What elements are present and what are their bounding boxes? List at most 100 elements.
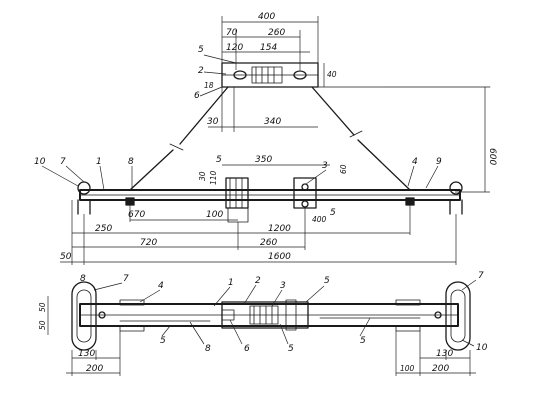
dim-110: 110 [209,170,218,185]
center-plate [285,299,297,331]
label-3-elev: 3 [322,161,328,171]
lug-right [405,197,415,206]
rod-left-lower [129,149,174,191]
dim-600: 600 [487,148,497,165]
dim-400: 400 [258,12,275,22]
dim-50b-plan: 50 [38,320,47,330]
label-5-elev: 5 [216,155,222,165]
dim-350: 350 [255,155,272,165]
label-8-elev: 8 [128,157,134,167]
label-4-plan: 4 [158,281,164,291]
label-5a-plan: 5 [324,276,330,286]
beam-elevation: 350 5 3 110 30 60 10 7 1 8 4 9 5 400 670… [34,155,463,265]
center-block [221,309,235,321]
rod-break [169,143,184,151]
dim-30-top: 30 [207,117,219,127]
leader [305,169,327,185]
label-8b-plan: 8 [205,344,211,354]
dim-1600: 1600 [268,252,291,262]
dim-260-elev: 260 [260,238,277,248]
dim-1200: 1200 [268,224,291,234]
label-5b-plan: 5 [160,336,166,346]
label-3-plan: 3 [280,281,286,291]
rod-right-upper [311,86,355,136]
bolt-hole-left [233,70,247,80]
dim-200b-plan: 200 [432,364,449,374]
label-1-elev: 1 [96,157,102,167]
leader [229,319,243,345]
leader [407,165,415,187]
leader [41,165,79,187]
label-9-elev: 9 [436,157,442,167]
dim-18: 18 [204,81,214,90]
top-detail: 400 70 260 120 154 5 2 18 6 40 30 [129,12,497,193]
bolt-hole-right [293,70,307,80]
leader [461,279,477,291]
leader [243,284,257,305]
dim-154: 154 [260,43,277,53]
leader [99,165,105,191]
plate-insert [251,66,283,84]
band [119,325,145,332]
dim-70: 70 [226,28,238,38]
label-2-plan: 2 [255,276,261,286]
dim-250: 250 [95,224,112,234]
leader [213,286,231,307]
bolt [98,311,106,319]
bolt-center-lower [301,200,309,208]
label-1-plan: 1 [228,278,234,288]
label-8-plan: 8 [80,274,86,284]
leader [425,165,439,189]
dim-340: 340 [264,117,281,127]
bolt-center [301,183,309,191]
rod-right-lower [357,139,411,191]
leader [199,86,223,97]
label-2-top: 2 [198,66,204,76]
dim-60: 60 [339,164,348,174]
leader [189,321,205,345]
label-10-plan: 10 [476,343,488,353]
end-loop-left [71,281,97,351]
leader [203,71,227,75]
leader [305,285,325,303]
rod-break [349,130,363,138]
band [119,299,145,306]
label-7-elev: 7 [60,157,66,167]
leader [139,289,161,303]
leader [65,165,85,183]
leader [161,325,171,337]
end-loop-right [445,281,471,351]
label-7a-plan: 7 [123,274,129,284]
leader [461,339,475,347]
center-plate-right [293,177,317,209]
end-loop-left-inner [76,289,92,343]
dim-30-elev: 30 [198,171,207,181]
label-6-top: 6 [194,91,200,101]
dim-400-elev: 400 [312,215,327,224]
end-hook-right [449,181,463,195]
dim-130a-plan: 130 [78,349,95,359]
end-loop-right-inner [450,289,466,343]
beam-plan: 8 7 4 1 2 3 5 5 8 6 5 5 7 10 50 50 [38,271,488,376]
dim-670: 670 [128,210,145,220]
dim-200a-plan: 200 [86,364,103,374]
rod-left-upper [179,86,229,145]
dim-100: 100 [206,210,223,220]
label-6-plan: 6 [244,344,250,354]
dim-40: 40 [327,70,337,79]
dim-120: 120 [226,43,243,53]
dim-50a-plan: 50 [38,302,47,312]
end-hook-left [77,181,91,195]
center-insert [249,305,279,325]
leader [93,282,123,291]
leader [359,317,371,337]
label-5c-plan: 5 [288,344,294,354]
leader [203,54,237,64]
label-10-elev: 10 [34,157,46,167]
dim-100-plan: 100 [400,364,415,373]
center-plate-left [225,177,249,209]
dim-130b-plan: 130 [436,349,453,359]
dim-50-elev: 50 [60,252,72,262]
label-5d-plan: 5 [360,336,366,346]
